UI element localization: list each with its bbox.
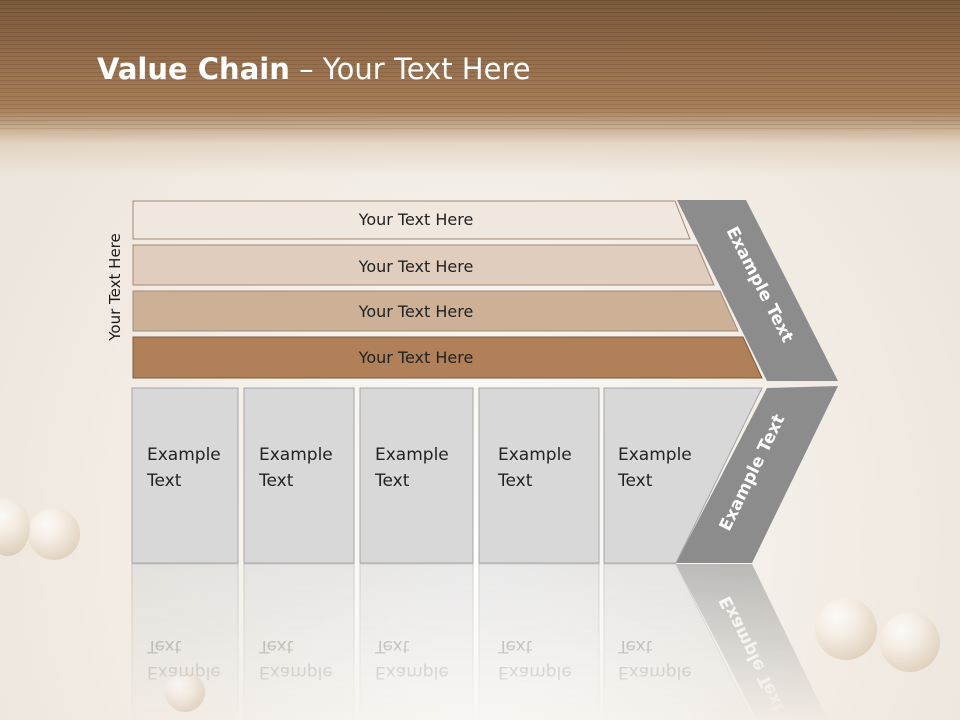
- arrow-top-segment: [677, 200, 838, 381]
- header-texture: [0, 0, 960, 130]
- bar-3: [132, 290, 739, 332]
- svg-text:Example: Example: [259, 662, 333, 682]
- box-1-line1: Example: [147, 445, 221, 465]
- bar-2-text: Your Text Here: [358, 257, 474, 276]
- svg-text:Example: Example: [498, 662, 572, 682]
- svg-text:Text: Text: [258, 636, 294, 656]
- box-4: [478, 387, 600, 564]
- title-rest: – Your Text Here: [289, 52, 531, 86]
- bar-3-text: Your Text Here: [358, 302, 474, 321]
- arrow-bottom-segment: [676, 386, 838, 563]
- slide-title: Value Chain – Your Text Here: [97, 52, 531, 86]
- box-2: [243, 387, 355, 564]
- box-4-line2: Text: [497, 471, 533, 491]
- bar-2: [132, 244, 715, 286]
- bar-4: [132, 336, 763, 379]
- svg-text:Text: Text: [497, 636, 533, 656]
- svg-text:Text: Text: [374, 636, 410, 656]
- box-4-line1: Example: [498, 445, 572, 465]
- svg-text:Text: Text: [146, 636, 182, 656]
- box-1-line2: Text: [146, 471, 182, 491]
- bar-4-text: Your Text Here: [358, 348, 474, 367]
- svg-text:Text: Text: [617, 636, 653, 656]
- box-5-line1: Example: [618, 445, 692, 465]
- svg-text:Example: Example: [618, 662, 692, 682]
- svg-text:Example: Example: [375, 662, 449, 682]
- box-3-line2: Text: [374, 471, 410, 491]
- svg-text:Example: Example: [147, 662, 221, 682]
- box-3: [359, 387, 474, 564]
- box-3-line1: Example: [375, 445, 449, 465]
- box-1: [131, 387, 239, 564]
- header-band: [0, 0, 960, 175]
- box-2-line2: Text: [258, 471, 294, 491]
- pearl-decoration: [880, 612, 940, 672]
- box-5-line2: Text: [617, 471, 653, 491]
- bar-1: [132, 200, 691, 240]
- title-bold: Value Chain: [97, 52, 290, 86]
- reflection: Example Text Example Text Example Text E…: [131, 563, 828, 720]
- pearl-decoration: [815, 598, 877, 660]
- box-5: [603, 387, 763, 564]
- box-2-line1: Example: [259, 445, 333, 465]
- bar-1-text: Your Text Here: [358, 210, 474, 229]
- pearl-decoration: [28, 508, 80, 560]
